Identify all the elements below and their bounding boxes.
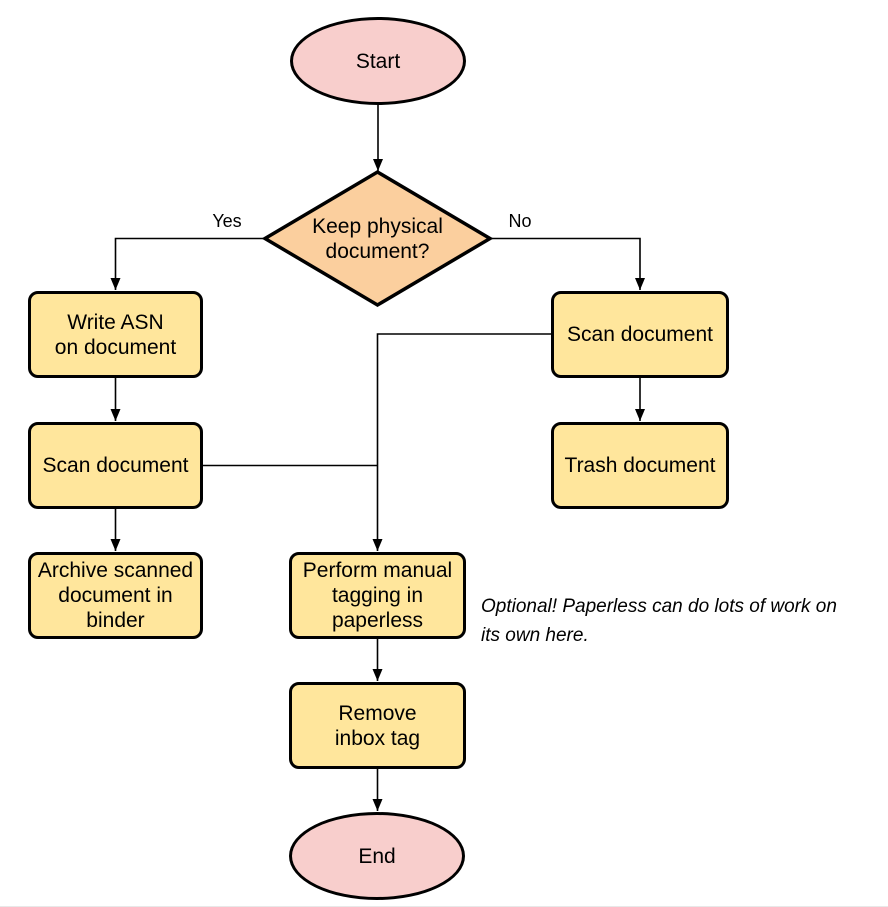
edge-decision-yes-to-write-asn bbox=[110, 237, 265, 290]
tagging-node-label: Perform manual tagging in paperless bbox=[302, 559, 453, 632]
edge-label-no: No bbox=[508, 211, 532, 231]
edge-scan-right-to-tagging bbox=[372, 333, 551, 551]
scan-document-right-node-label: Scan document bbox=[567, 323, 713, 346]
remove-inbox-tag-node-label: Remove inbox tag bbox=[334, 701, 421, 750]
scan-document-left-node-label: Scan document bbox=[42, 454, 189, 477]
remove-inbox-tag-node: Remove inbox tag bbox=[289, 682, 466, 769]
decision-node-shape bbox=[261, 169, 494, 308]
edge-label-yes: Yes bbox=[212, 211, 242, 231]
start-node: Start bbox=[290, 17, 466, 105]
end-node: End bbox=[289, 812, 465, 900]
trash-node-label: Trash document bbox=[564, 454, 716, 477]
write-asn-node-label: Write ASN on document bbox=[54, 310, 177, 359]
archive-node: Archive scanned document in binder bbox=[28, 552, 203, 639]
decision-node-label-box: Keep physical document? bbox=[277, 212, 478, 265]
optional-note: Optional! Paperless can do lots of work … bbox=[481, 596, 837, 646]
scan-document-right-node: Scan document bbox=[551, 291, 729, 378]
start-node-label: Start bbox=[355, 49, 401, 73]
decision-node-label: Keep physical document? bbox=[312, 214, 443, 263]
tagging-node: Perform manual tagging in paperless bbox=[289, 552, 466, 639]
scan-document-left-node: Scan document bbox=[28, 422, 203, 509]
archive-node-label: Archive scanned document in binder bbox=[37, 559, 194, 632]
write-asn-node: Write ASN on document bbox=[28, 291, 203, 378]
trash-node: Trash document bbox=[551, 422, 729, 509]
end-node-label: End bbox=[358, 844, 396, 868]
edge-decision-no-to-scan-right bbox=[490, 237, 645, 290]
